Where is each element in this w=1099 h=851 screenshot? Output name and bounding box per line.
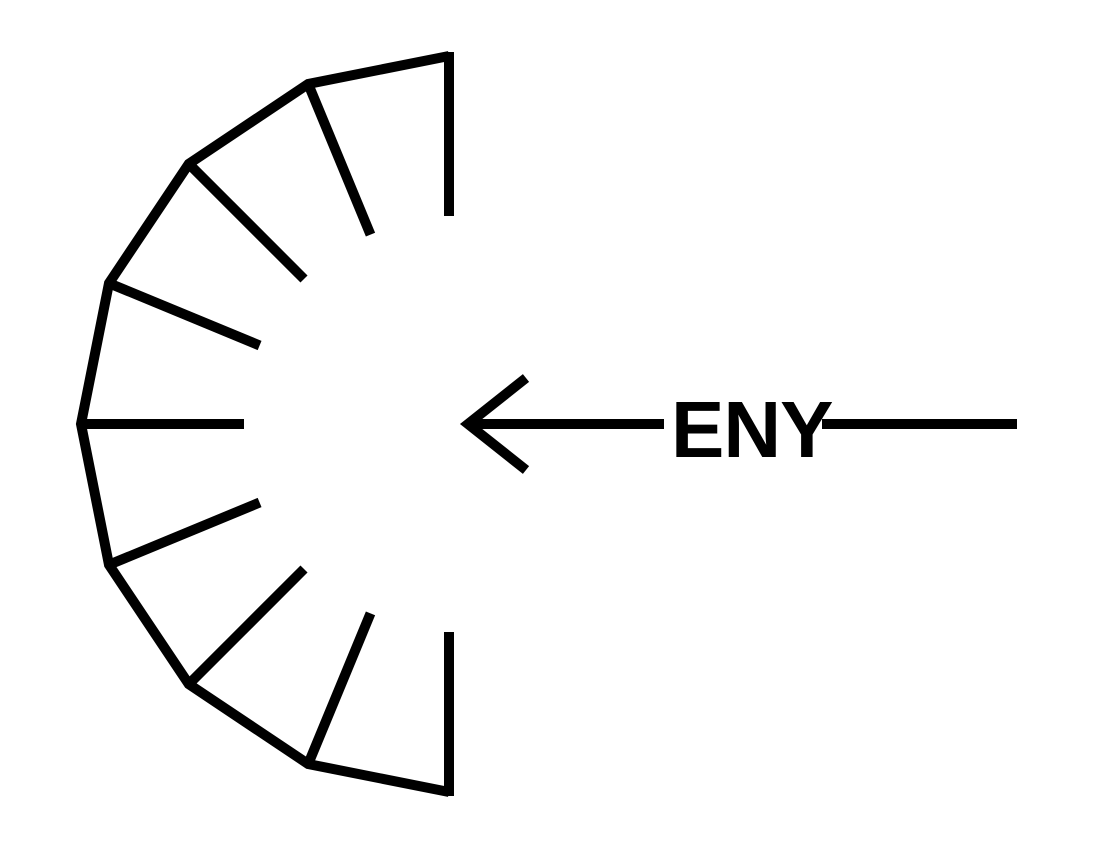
radial-tick xyxy=(303,611,376,766)
diagram-label: ENY xyxy=(671,385,833,474)
radial-tick xyxy=(107,278,262,351)
radial-tick xyxy=(185,565,308,688)
radial-tick xyxy=(185,160,308,283)
radial-tick xyxy=(107,497,262,570)
arrow-left-icon xyxy=(459,374,664,474)
radial-tick xyxy=(303,82,376,237)
radial-ticks xyxy=(81,82,376,766)
arrow-head xyxy=(459,374,530,474)
semicircle-sector xyxy=(75,51,454,797)
